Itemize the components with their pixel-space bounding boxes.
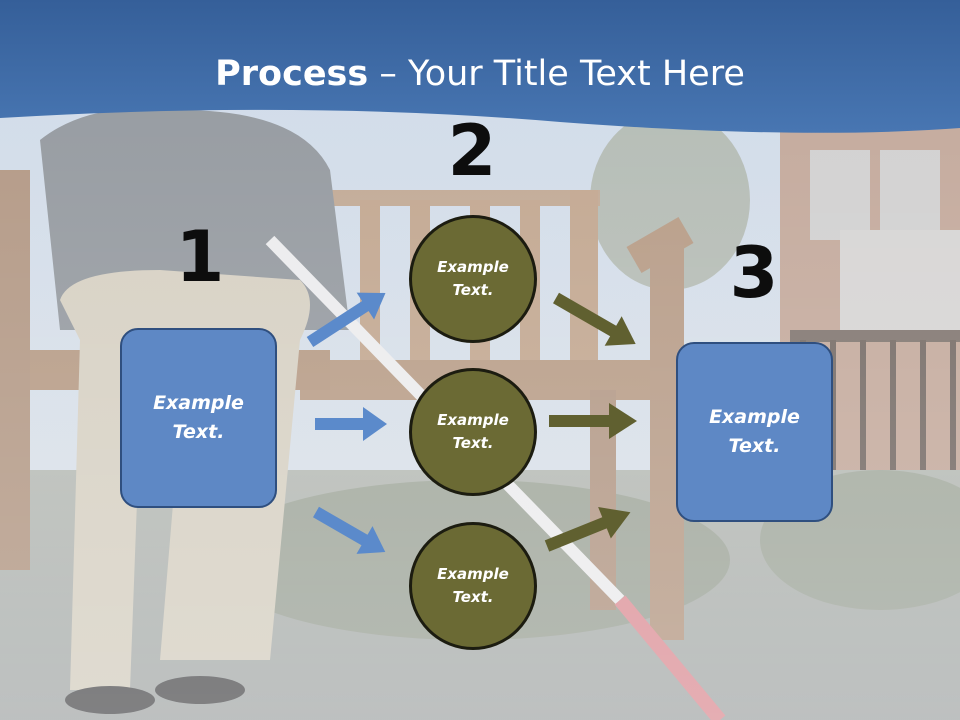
blue-arrow-up (306, 292, 386, 348)
slide-title: Process – Your Title Text Here (0, 52, 960, 96)
step-number-2: 2 (447, 110, 497, 192)
title-rest: – Your Title Text Here (368, 54, 745, 94)
circle-top[interactable]: Example Text. (409, 215, 537, 343)
circle-top-text: Example Text. (437, 258, 509, 299)
circle-bottom-text: Example Text. (437, 565, 509, 606)
circle-middle[interactable]: Example Text. (409, 368, 537, 496)
blue-arrow-right (315, 407, 387, 441)
circle-middle-text: Example Text. (437, 411, 509, 452)
header-band (0, 0, 960, 133)
olive-arrow-down (553, 292, 636, 346)
olive-arrow-right (549, 403, 637, 439)
title-bold: Process (215, 54, 369, 94)
blue-arrow-down (313, 506, 386, 554)
step-number-1: 1 (175, 216, 225, 298)
left-box-text: Example Text. (153, 392, 244, 443)
olive-arrows (544, 292, 637, 552)
right-box-text: Example Text. (709, 406, 800, 457)
left-text-box[interactable]: Example Text. (120, 328, 277, 508)
right-text-box[interactable]: Example Text. (676, 342, 833, 522)
olive-arrow-up (544, 507, 631, 552)
blue-arrows (306, 292, 387, 554)
circle-bottom[interactable]: Example Text. (409, 522, 537, 650)
step-number-3: 3 (729, 232, 779, 314)
